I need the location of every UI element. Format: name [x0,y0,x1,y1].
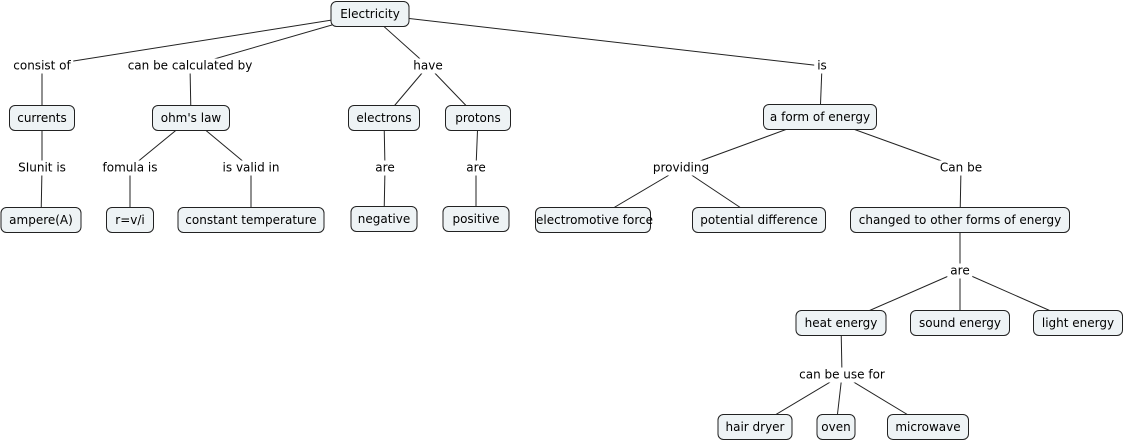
concept-sound-energy[interactable]: sound energy [910,310,1010,336]
linking-phrase-is: is [814,58,830,74]
concept-oven[interactable]: oven [816,414,856,440]
concept-protons[interactable]: protons [445,105,511,131]
concept-ohms-law[interactable]: ohm's law [152,105,230,131]
concept-changed[interactable]: changed to other forms of energy [850,207,1070,233]
linking-phrase-consist-of: consist of [10,58,74,74]
concept-microwave[interactable]: microwave [887,414,969,440]
linking-phrase-valid-in: is valid in [219,160,283,176]
connector-electricity-consist_of [41,13,371,67]
linking-phrase-si-unit: SIunit is [15,160,69,176]
concept-light-energy[interactable]: light energy [1033,310,1123,336]
concept-ampere[interactable]: ampere(A) [0,207,82,233]
concept-potential-difference[interactable]: potential difference [692,207,826,233]
linking-phrase-can-be: Can be [936,160,986,176]
linking-phrase-are-forms: are [947,263,973,279]
linking-phrase-calculated-by: can be calculated by [124,58,256,74]
linking-phrase-are-protons: are [463,160,489,176]
concept-formula[interactable]: r=v/i [106,207,154,233]
concept-electrons[interactable]: electrons [348,105,420,131]
linking-phrase-formula-is: fomula is [99,160,161,176]
connector-electricity-is [369,13,823,67]
concept-heat-energy[interactable]: heat energy [795,310,887,336]
concept-emf[interactable]: electromotive force [535,207,653,233]
concept-currents[interactable]: currents [9,105,75,131]
concept-negative[interactable]: negative [350,206,418,232]
concept-constant-temperature[interactable]: constant temperature [177,207,325,233]
linking-phrase-use-for: can be use for [796,367,888,383]
linking-phrase-providing: providing [649,160,713,176]
linking-phrase-have: have [410,58,446,74]
concept-positive[interactable]: positive [442,206,510,232]
linking-phrase-are-electrons: are [372,160,398,176]
concept-electricity[interactable]: Electricity [330,1,410,27]
concept-form-of-energy[interactable]: a form of energy [763,104,877,130]
concept-hair-dryer[interactable]: hair dryer [717,414,793,440]
